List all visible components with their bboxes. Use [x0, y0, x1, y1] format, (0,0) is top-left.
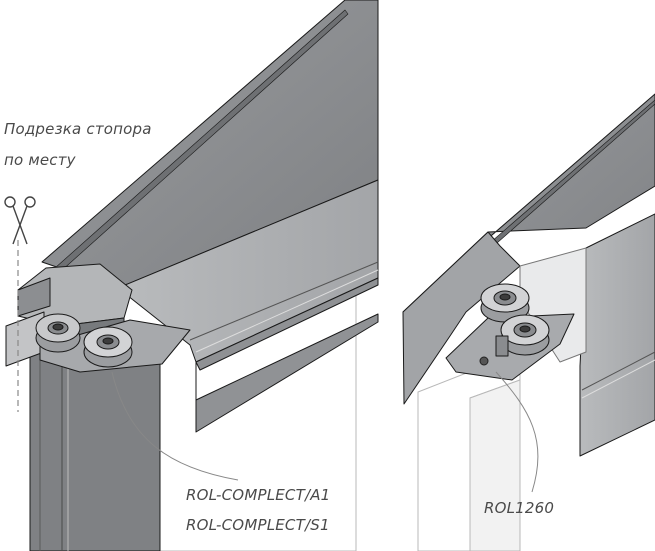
part-label-rol1260: ROL1260: [484, 499, 555, 517]
leader-line-a1: [111, 371, 239, 481]
leader-line-rol: [495, 371, 539, 493]
left-panel: [5, 0, 379, 551]
roller-wheel-2: [83, 326, 133, 368]
right-panel: [402, 93, 655, 551]
roller-wheel-4: [500, 314, 550, 356]
bottom-flange-left: [195, 313, 379, 433]
cut-note-line-2: по месту: [4, 151, 76, 169]
scissors-icon: [4, 196, 36, 245]
rail-right-wall: [579, 213, 655, 457]
cut-note-line-1: Подрезка стопора: [4, 120, 152, 138]
vertical-handle-profile: [29, 344, 161, 551]
part-label-a1: ROL-COMPLECT/A1: [186, 486, 331, 504]
part-label-s1: ROL-COMPLECT/S1: [186, 516, 330, 534]
roller-wheel-3: [480, 283, 530, 323]
roller-wheel-1: [35, 313, 81, 353]
